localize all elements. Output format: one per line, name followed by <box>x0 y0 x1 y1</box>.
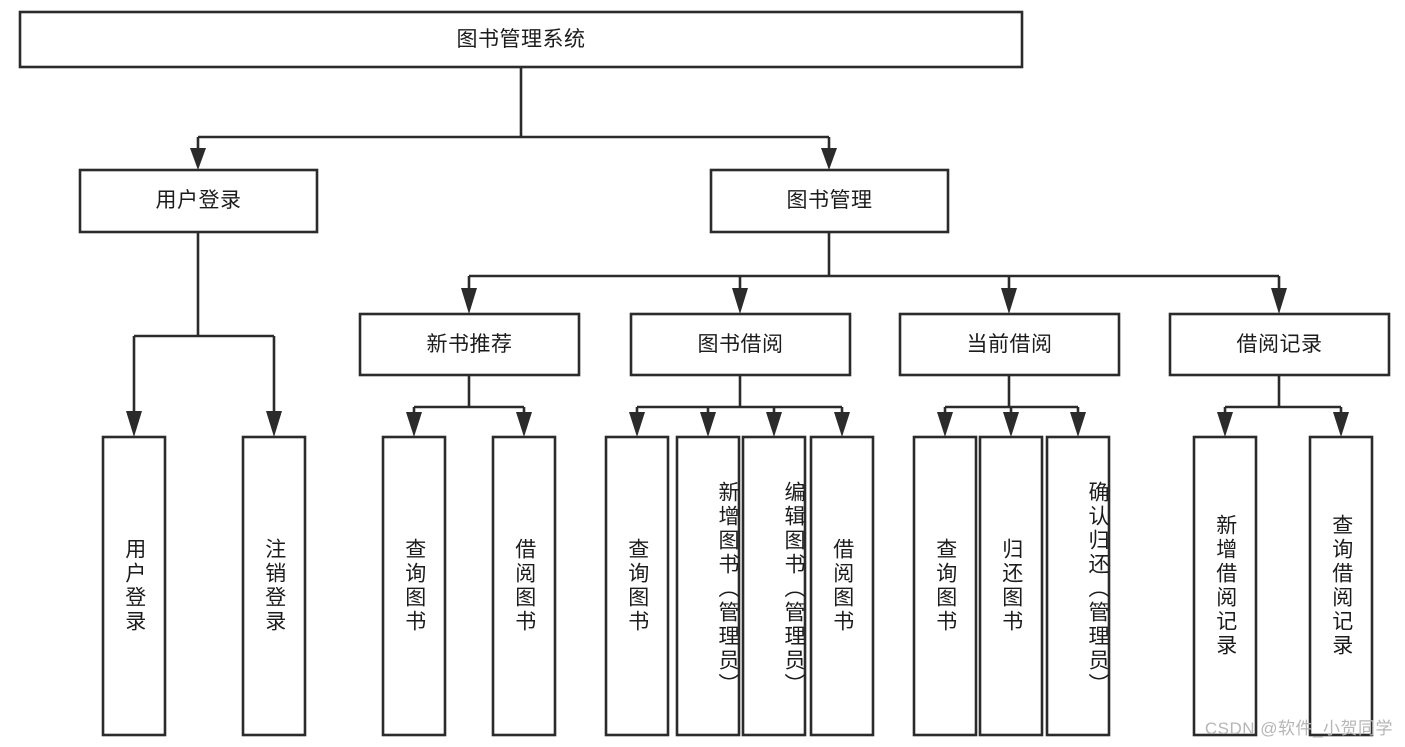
node-book-management[interactable] <box>709 168 950 234</box>
arrow-head-cb-leaf1 <box>937 412 953 437</box>
arrow-head-nb-leaf2 <box>516 412 532 437</box>
arrow-head-cb-leaf3 <box>1070 412 1086 437</box>
node-leaf-bb-borrow-book[interactable] <box>809 435 875 737</box>
node-leaf-user-login[interactable] <box>101 435 167 737</box>
node-leaf-br-add-record[interactable] <box>1192 435 1258 737</box>
arrow-head-bb-leaf1 <box>629 412 645 437</box>
node-current-borrow[interactable] <box>898 312 1121 377</box>
node-leaf-cb-return-book[interactable] <box>978 435 1044 737</box>
arrow-head-user-login <box>190 148 206 170</box>
arrow-head-book-borrow <box>732 288 748 314</box>
arrow-head-cb-leaf2 <box>1003 412 1019 437</box>
arrow-head-book-mgmt <box>821 148 837 170</box>
node-leaf-bb-query-book[interactable] <box>604 435 670 737</box>
node-borrow-record[interactable] <box>1168 312 1391 377</box>
arrow-head-leaf-logout <box>266 411 282 437</box>
node-leaf-br-query-record[interactable] <box>1308 435 1374 737</box>
node-leaf-nb-query-book[interactable] <box>381 435 447 737</box>
watermark-text: CSDN @软件_小贺同学 <box>1204 719 1393 738</box>
node-root-system[interactable] <box>18 10 1024 69</box>
arrow-head-bb-leaf3 <box>766 412 782 437</box>
arrow-head-current-borrow <box>1001 288 1017 314</box>
node-user-login[interactable] <box>78 168 319 234</box>
node-leaf-logout[interactable] <box>241 435 307 737</box>
node-leaf-nb-borrow-book[interactable] <box>491 435 557 737</box>
node-leaf-cb-confirm-return[interactable] <box>1045 435 1111 737</box>
arrow-head-bb-leaf2 <box>700 412 716 437</box>
arrow-head-bb-leaf4 <box>834 412 850 437</box>
node-new-book-recommend[interactable] <box>358 312 581 377</box>
node-leaf-bb-edit-book[interactable] <box>741 435 807 737</box>
arrow-head-br-leaf1 <box>1217 412 1233 437</box>
arrow-head-new-book <box>461 288 477 314</box>
node-book-borrow[interactable] <box>629 312 852 377</box>
arrow-head-br-leaf2 <box>1333 412 1349 437</box>
node-leaf-cb-query-book[interactable] <box>912 435 978 737</box>
arrow-head-nb-leaf1 <box>406 412 422 437</box>
arrow-head-leaf-user-login <box>126 411 142 437</box>
node-leaf-bb-add-book[interactable] <box>675 435 741 737</box>
arrow-head-borrow-record <box>1271 288 1287 314</box>
